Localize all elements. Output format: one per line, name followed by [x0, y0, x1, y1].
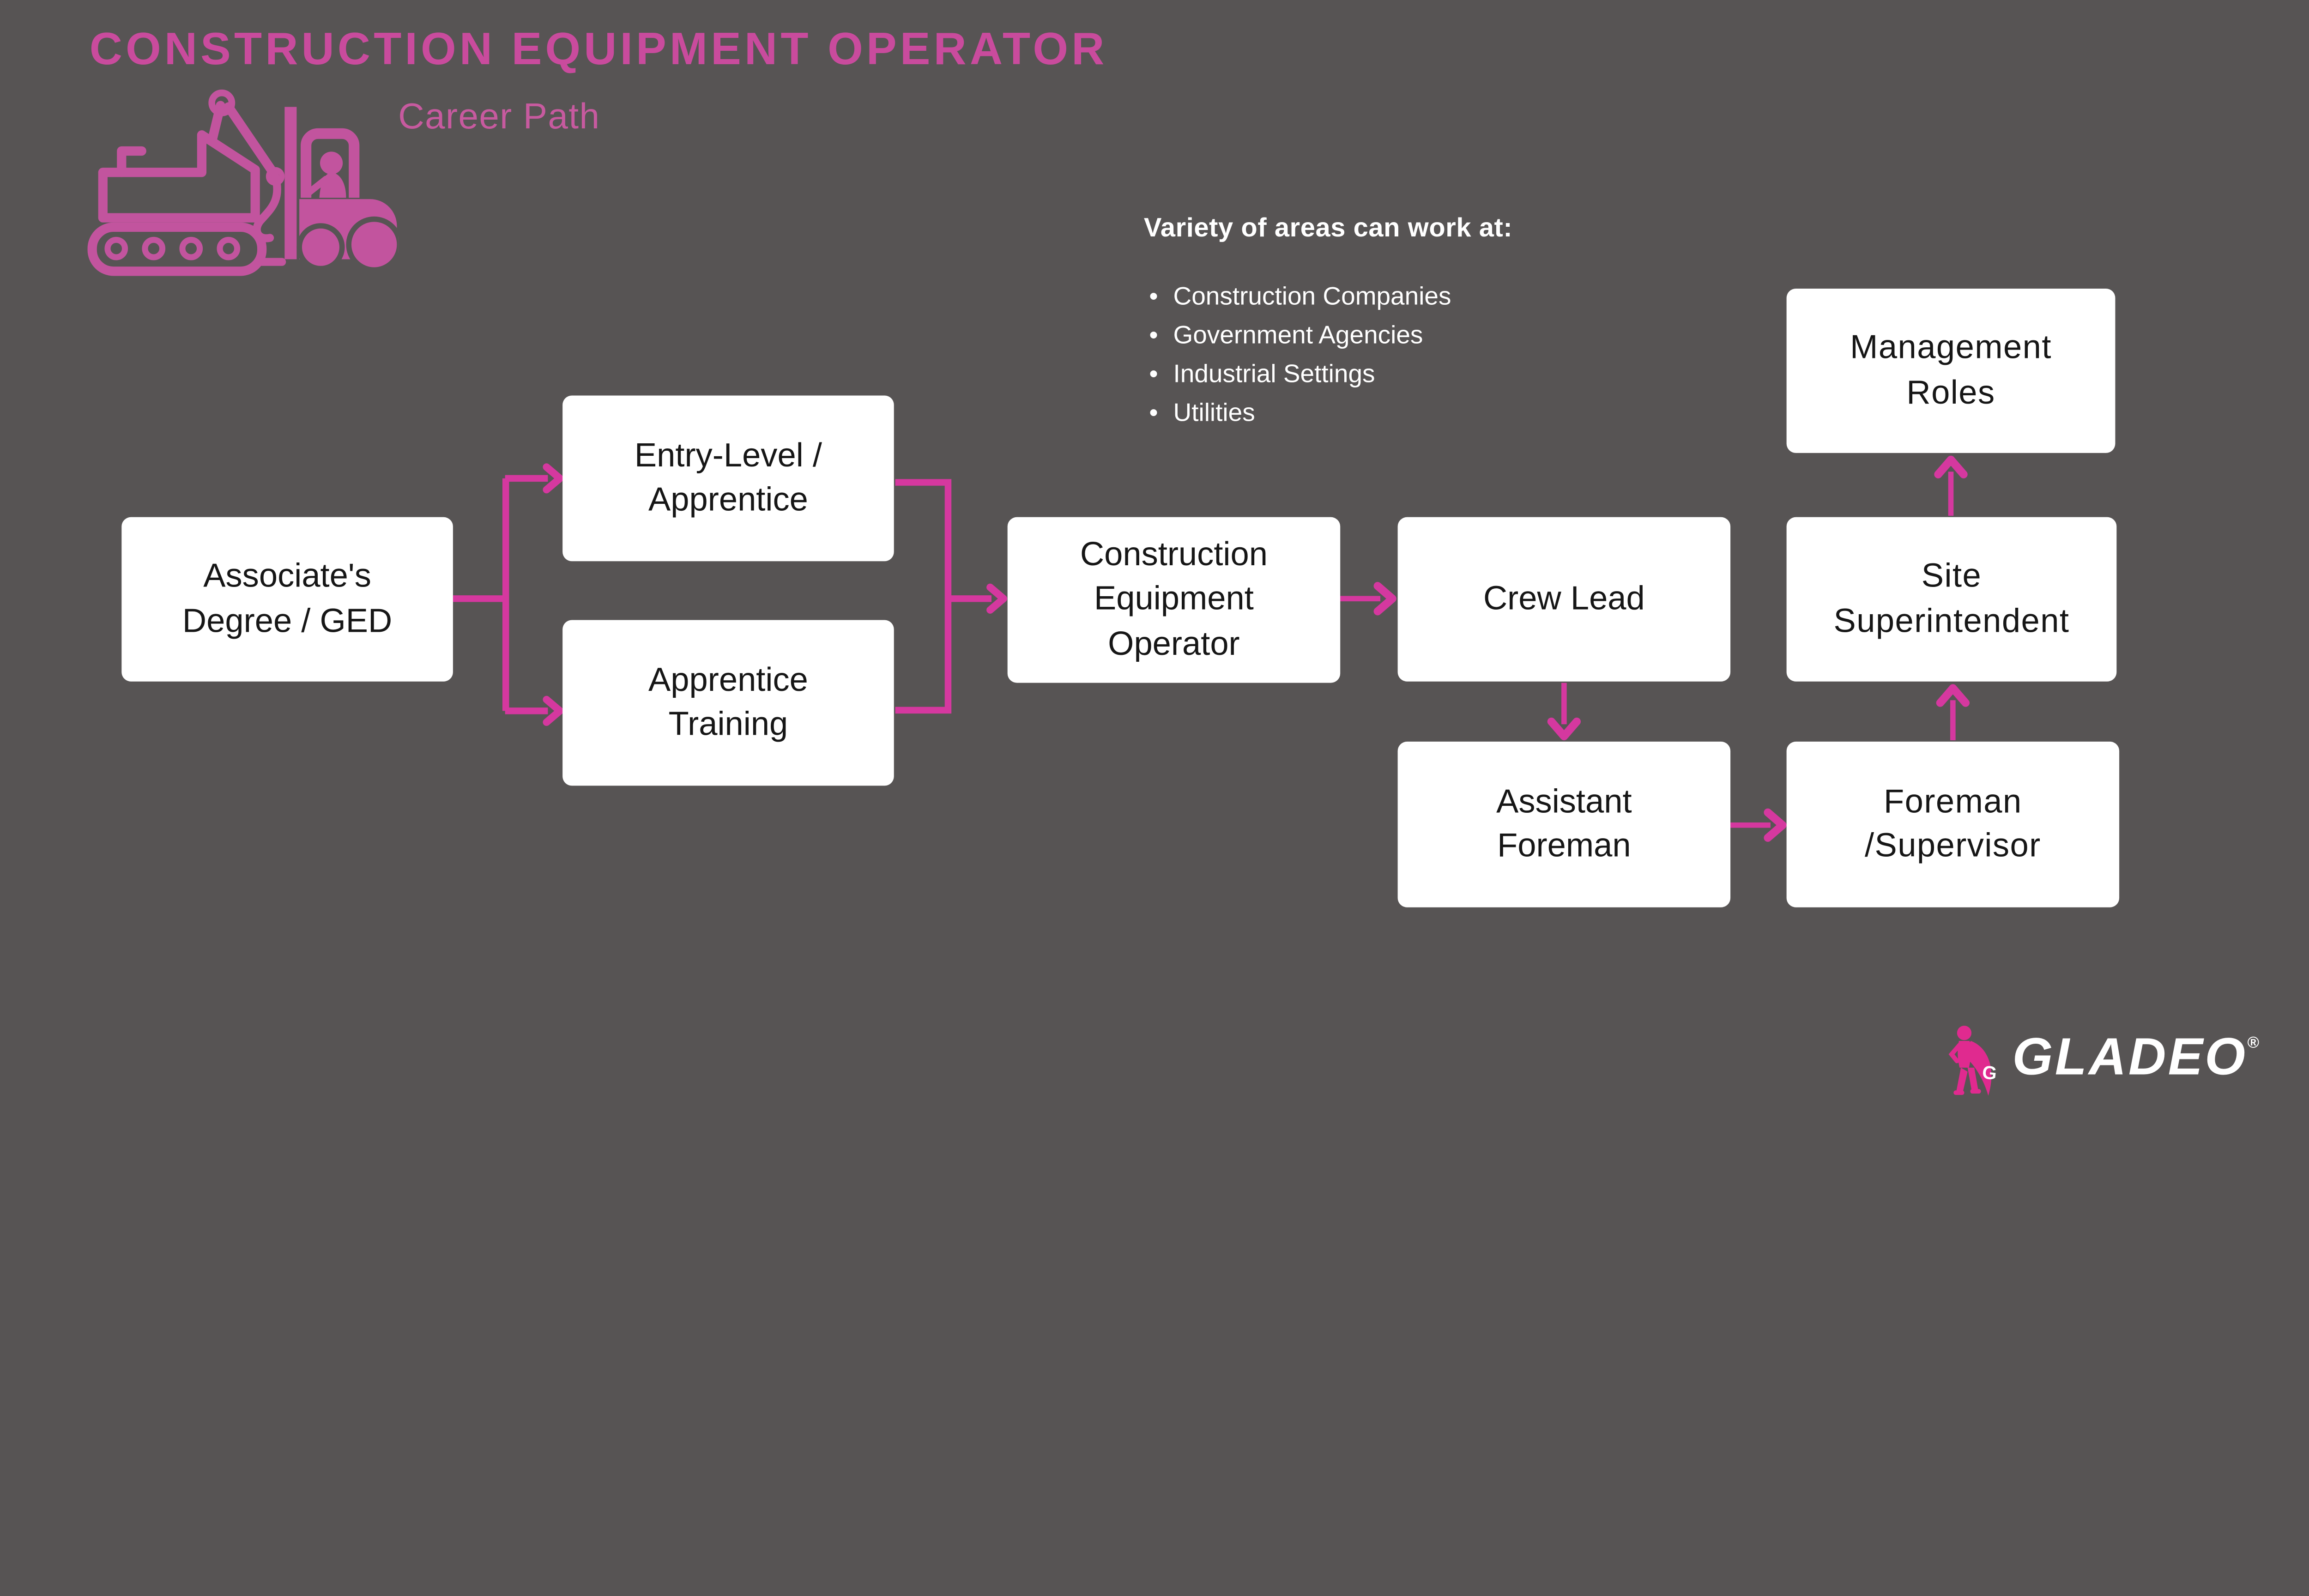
- edge-operator-to-crew-lead: [1340, 582, 1396, 616]
- arrowhead: [1547, 717, 1581, 741]
- node-label-line: /Supervisor: [1864, 827, 2041, 865]
- forklift-wheel-rear: [346, 216, 399, 273]
- work-area-item: Government Agencies: [1173, 323, 1705, 349]
- node-site-superintendent: Site Superintendent: [1786, 517, 2117, 682]
- node-label-line: Apprentice: [648, 660, 808, 698]
- node-label-line: Degree / GED: [182, 602, 393, 640]
- arrowhead: [1764, 808, 1787, 842]
- registered-mark-icon: ®: [2247, 1033, 2260, 1052]
- work-area-item: Industrial Settings: [1173, 362, 1705, 387]
- node-apprentice-training: Apprentice Training: [562, 620, 894, 786]
- node-entry-level-apprentice: Entry-Level / Apprentice: [562, 395, 894, 562]
- node-construction-equipment-operator: Construction Equipment Operator: [1007, 517, 1341, 683]
- mascot-foot-right: [1970, 1089, 1981, 1094]
- gladeo-mascot-icon: G: [1948, 1026, 1998, 1096]
- node-label-line: Operator: [1108, 625, 1240, 663]
- arrowhead: [986, 583, 1007, 614]
- excavator-body: [98, 130, 260, 223]
- arrowhead: [1936, 684, 1970, 707]
- arrowhead: [543, 695, 564, 726]
- excavator-track: [87, 222, 267, 276]
- page-title: CONSTRUCTION EQUIPMENT OPERATOR: [89, 24, 1108, 75]
- node-label-line: Superintendent: [1833, 602, 2070, 640]
- excavator-boom-right: [224, 102, 279, 179]
- operator-arm: [304, 175, 330, 197]
- node-label-line: Training: [668, 705, 788, 743]
- work-areas-list: Construction Companies Government Agenci…: [1173, 284, 1705, 426]
- mascot-letter: G: [1981, 1061, 1998, 1084]
- arrowhead: [1373, 582, 1396, 616]
- career-path-infographic: CONSTRUCTION EQUIPMENT OPERATOR Career P…: [0, 0, 2309, 1155]
- node-label-line: Construction: [1080, 535, 1268, 573]
- arrowhead: [543, 463, 564, 494]
- mascot-foot-left: [1953, 1090, 1964, 1095]
- node-label-line: Foreman: [1497, 827, 1631, 865]
- operator-head: [320, 151, 343, 175]
- excavator-hook-pulley: [266, 167, 285, 186]
- node-label-line: Crew Lead: [1483, 580, 1645, 617]
- edge-assistant-foreman-to-foreman: [1730, 808, 1787, 842]
- mascot-leg-right: [1967, 1067, 1978, 1091]
- work-areas-section: Variety of areas can work at: Constructi…: [1144, 214, 1705, 440]
- forklift-cab-frame: [301, 128, 360, 198]
- node-label-line: Assistant: [1496, 782, 1632, 820]
- edge-crew-lead-to-assistant-foreman: [1547, 683, 1581, 741]
- mascot-arm: [1948, 1042, 1962, 1064]
- excavator-wheel-4: [217, 236, 241, 260]
- forklift-fork: [258, 258, 286, 266]
- work-areas-heading: Variety of areas can work at:: [1143, 213, 1513, 243]
- arrowhead: [1934, 455, 1968, 478]
- excavator-forklift-icon: [87, 89, 399, 276]
- forklift-mast: [284, 107, 297, 260]
- excavator-wheel-1: [104, 236, 128, 260]
- node-label-line: Management: [1850, 328, 2052, 366]
- forklift-wheel-front: [296, 223, 345, 272]
- mascot-leg-left: [1956, 1067, 1968, 1092]
- page-subtitle: Career Path: [398, 96, 600, 137]
- excavator-exhaust: [117, 146, 146, 177]
- edge-foreman-to-site-superintendent: [1936, 684, 1970, 741]
- node-associates-degree-ged: Associate's Degree / GED: [121, 517, 453, 682]
- edge-associates-to-branches: [453, 463, 564, 726]
- excavator-pulley: [208, 89, 236, 116]
- node-label-line: Site: [1921, 557, 1982, 595]
- work-area-item: Construction Companies: [1173, 284, 1705, 310]
- gladeo-text: GLADEO: [2012, 1029, 2248, 1087]
- mascot-head: [1957, 1026, 1972, 1040]
- edge-branches-to-operator: [895, 479, 1007, 714]
- node-label-line: Associate's: [203, 557, 371, 595]
- node-label-line: Apprentice: [648, 481, 808, 519]
- node-foreman-supervisor: Foreman /Supervisor: [1786, 741, 2120, 907]
- node-label-line: Equipment: [1094, 580, 1254, 618]
- node-management-roles: Management Roles: [1786, 289, 2116, 453]
- work-area-item: Utilities: [1173, 401, 1705, 426]
- excavator-wheel-3: [179, 236, 203, 260]
- node-label-line: Entry-Level /: [634, 436, 822, 474]
- forklift: [258, 107, 399, 273]
- excavator-bucket-cable: [253, 172, 281, 242]
- excavator-wheel-2: [142, 236, 166, 260]
- gladeo-logo: G GLADEO®: [1946, 1018, 2279, 1106]
- node-assistant-foreman: Assistant Foreman: [1397, 741, 1731, 907]
- node-label-line: Roles: [1906, 373, 1995, 411]
- edge-site-superintendent-to-management: [1934, 455, 1968, 516]
- node-label-line: Foreman: [1884, 782, 2022, 820]
- gladeo-wordmark: GLADEO®: [2013, 1029, 2259, 1088]
- mascot-body: [1958, 1041, 1971, 1068]
- node-crew-lead: Crew Lead: [1397, 517, 1731, 682]
